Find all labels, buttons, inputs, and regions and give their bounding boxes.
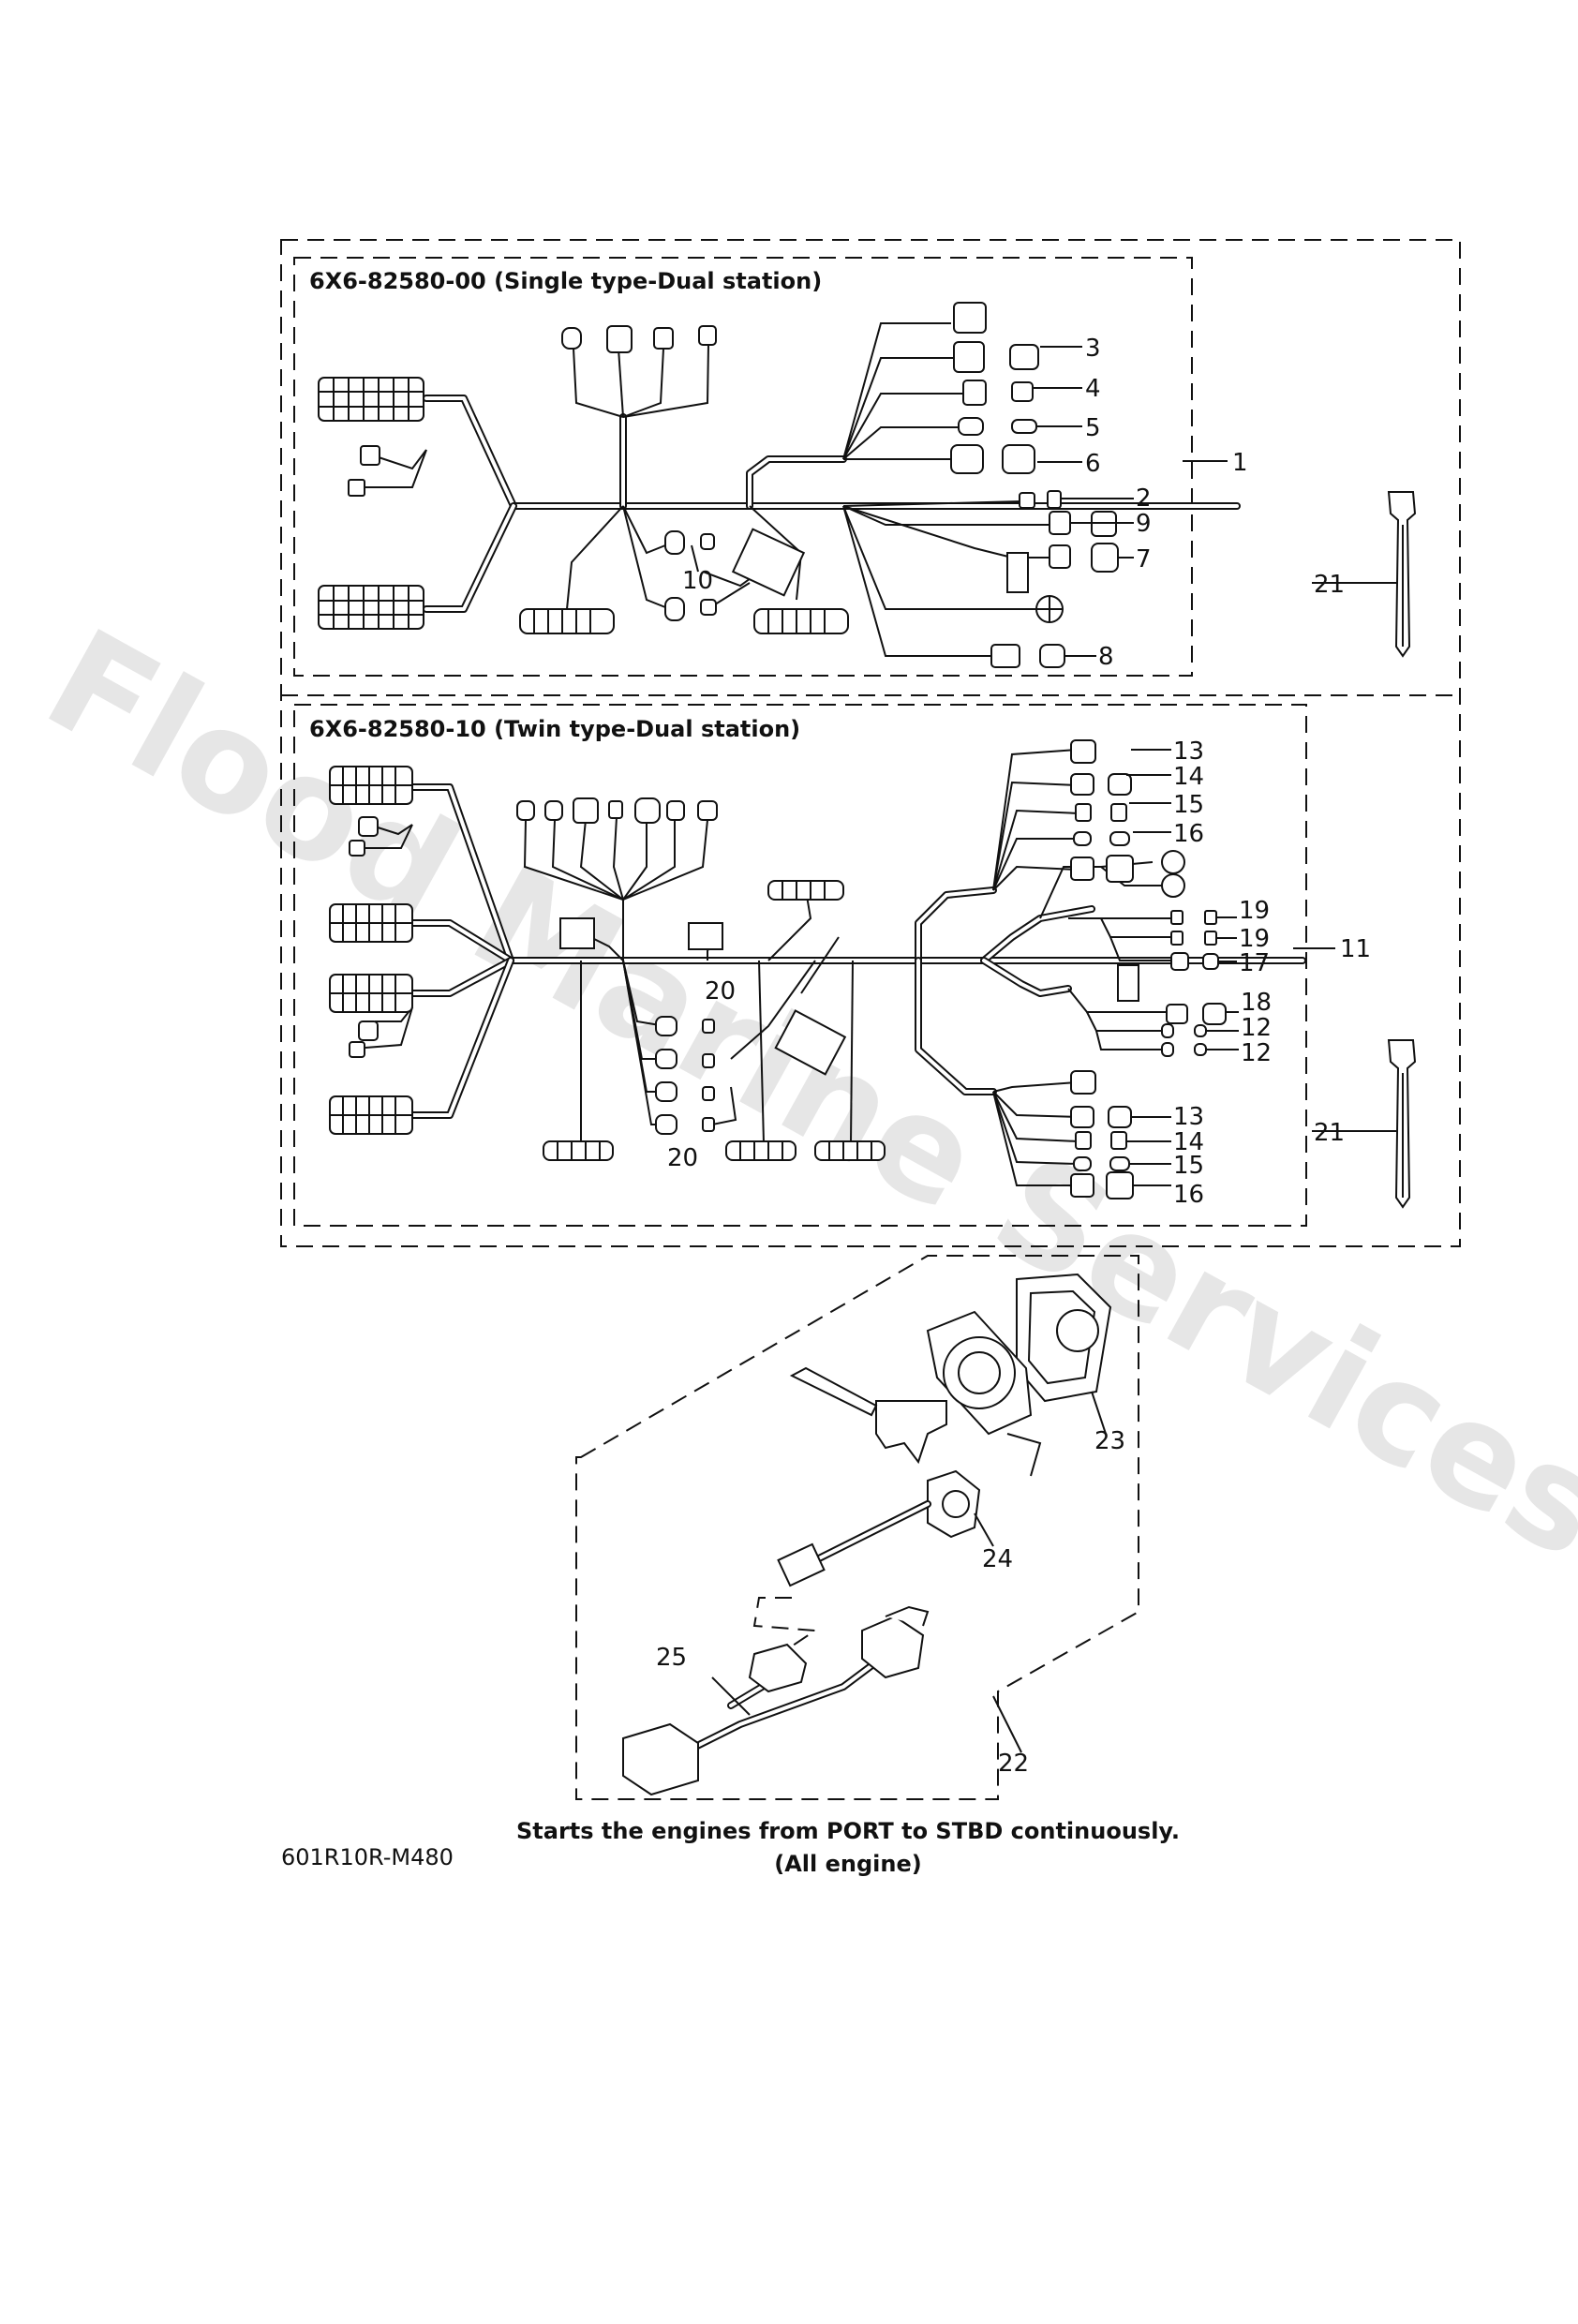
- callout-13b: 13: [1173, 1103, 1204, 1131]
- dashed-link: [752, 1597, 818, 1660]
- single-wires: [365, 322, 1050, 657]
- callout-22: 22: [998, 1750, 1029, 1778]
- outer-frame: [280, 239, 1461, 1247]
- single-leader-lines: [691, 346, 1228, 657]
- callout-25: 25: [656, 1644, 687, 1672]
- callout-9: 9: [1136, 510, 1152, 538]
- lower-assembly-frame: [575, 1255, 1139, 1800]
- sub-harness-icon: [622, 1605, 1022, 1796]
- callout-18: 18: [1241, 989, 1272, 1017]
- callout-16a: 16: [1173, 820, 1204, 848]
- callout-10: 10: [682, 567, 713, 595]
- callout-12a: 12: [1241, 1014, 1272, 1042]
- callout-11: 11: [1340, 935, 1371, 963]
- callout-20b: 20: [667, 1144, 698, 1172]
- cable-tie-icon: [1312, 1039, 1417, 1209]
- key-switch-icon: [777, 1310, 1042, 1587]
- callout-21a: 21: [1314, 571, 1345, 599]
- callout-1: 1: [1232, 449, 1248, 477]
- callout-24: 24: [982, 1545, 1013, 1573]
- callout-16b: 16: [1173, 1181, 1204, 1209]
- callout-6: 6: [1085, 450, 1101, 478]
- diagram-code: 601R10R-M480: [281, 1844, 454, 1870]
- footer-note-line1: Starts the engines from PORT to STBD con…: [516, 1818, 1180, 1844]
- single-harness: [423, 395, 1241, 613]
- callout-8: 8: [1098, 643, 1114, 671]
- single-type-frame: [293, 257, 1193, 677]
- twin-connectors: [329, 739, 1227, 1199]
- callout-14a: 14: [1173, 763, 1204, 791]
- callout-19b: 19: [1239, 925, 1270, 953]
- callout-19a: 19: [1239, 897, 1270, 925]
- twin-harness: [409, 783, 1306, 1119]
- panel-plate-icon: [1016, 1273, 1112, 1435]
- callout-4: 4: [1085, 375, 1101, 403]
- callout-23: 23: [1094, 1427, 1125, 1455]
- callout-2: 2: [1136, 484, 1152, 513]
- callout-14b: 14: [1173, 1128, 1204, 1156]
- callout-17: 17: [1239, 949, 1270, 977]
- footer-note-line2: (All engine): [774, 1851, 921, 1877]
- callout-13a: 13: [1173, 737, 1204, 766]
- callout-20a: 20: [705, 977, 736, 1006]
- callout-labels: 3 4 5 6 1 2 9 7 10 8 21 13 14 15 16 19 1…: [656, 335, 1371, 1778]
- callout-5: 5: [1085, 414, 1101, 442]
- twin-leader-lines: [1126, 749, 1335, 1186]
- callout-12b: 12: [1241, 1039, 1272, 1067]
- twin-type-caption: 6X6-82580-10 (Twin type-Dual station): [309, 716, 800, 742]
- cable-tie-icon: [1312, 491, 1417, 658]
- callout-15a: 15: [1173, 791, 1204, 819]
- watermark: Flood Marine Services: [22, 599, 1578, 1590]
- twin-type-frame: [293, 704, 1307, 1227]
- callout-21b: 21: [1314, 1119, 1345, 1147]
- callout-7: 7: [1136, 545, 1152, 574]
- single-type-caption: 6X6-82580-00 (Single type-Dual station): [309, 268, 822, 294]
- callout-3: 3: [1085, 335, 1101, 363]
- callout-15b: 15: [1173, 1152, 1204, 1180]
